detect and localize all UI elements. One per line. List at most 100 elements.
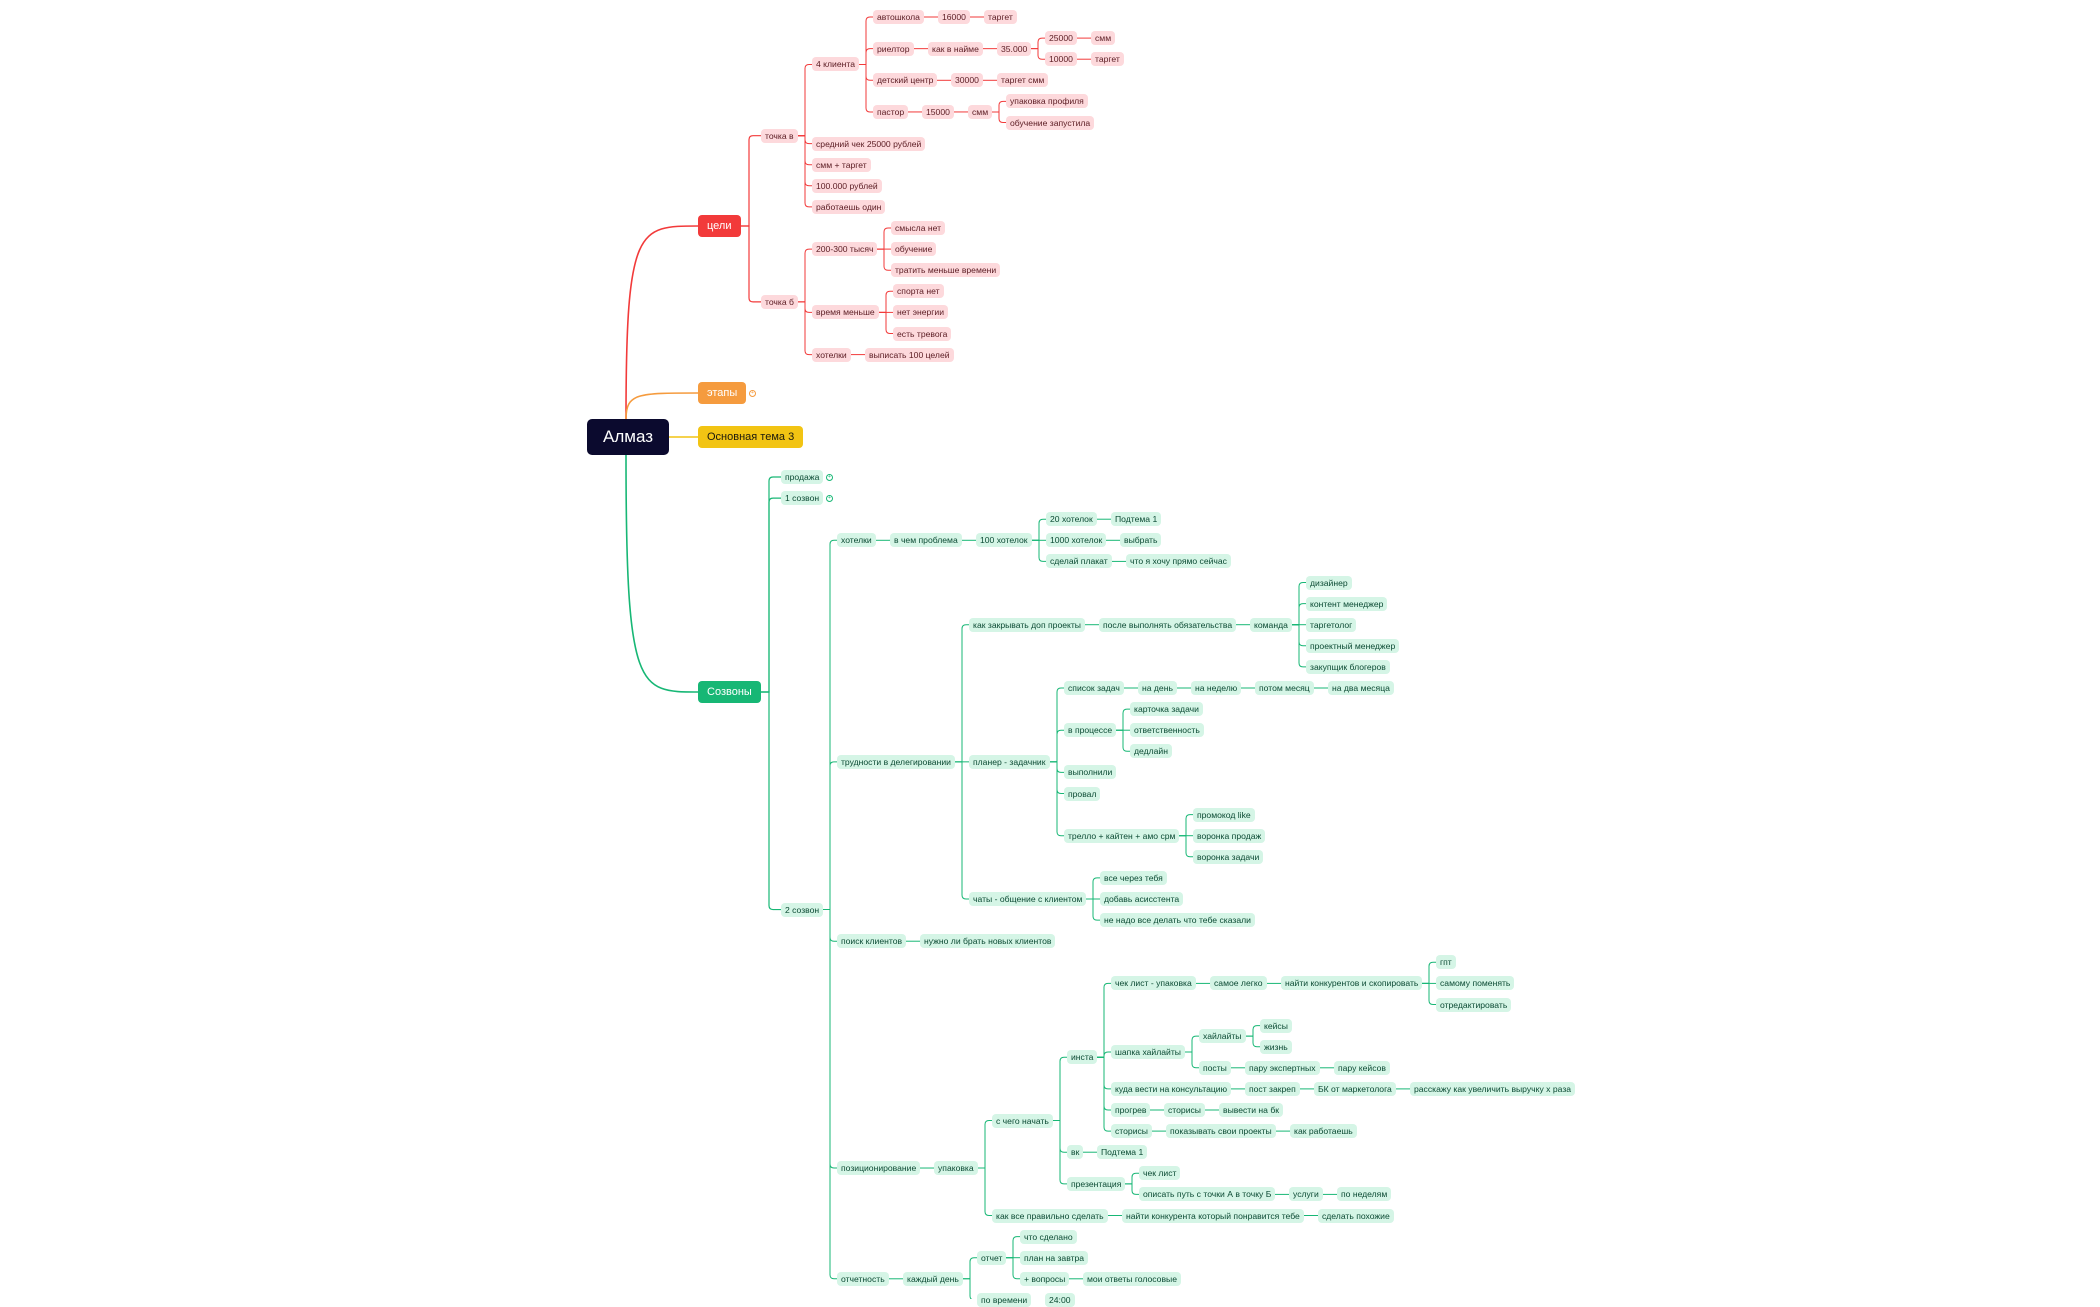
- topic-риелтор[interactable]: риелтор: [873, 41, 914, 56]
- topic-описать-путь-с-точки-а-в-точку-б[interactable]: описать путь с точки А в точку Б: [1139, 1187, 1276, 1202]
- topic-список-задач[interactable]: список задач: [1064, 681, 1124, 695]
- topic-сделать-похожие[interactable]: сделать похожие: [1318, 1208, 1394, 1223]
- topic-шапка-хайлайты[interactable]: шапка хайлайты: [1111, 1044, 1185, 1059]
- topic-продажа[interactable]: продажа: [781, 470, 824, 484]
- topic-вопросы[interactable]: + вопросы: [1020, 1271, 1070, 1286]
- topic-поиск-клиентов[interactable]: поиск клиентов: [837, 934, 907, 949]
- topic-посты[interactable]: посты: [1199, 1060, 1231, 1075]
- topic-чаты-общение-с-клиентом[interactable]: чаты - общение с клиентом: [969, 892, 1087, 906]
- topic-200-300-тысяч[interactable]: 200-300 тысяч: [812, 242, 878, 257]
- topic-вывести-на-бк[interactable]: вывести на бк: [1219, 1103, 1284, 1117]
- topic-дедлайн[interactable]: дедлайн: [1130, 744, 1172, 759]
- topic-пастор[interactable]: пастор: [873, 104, 909, 119]
- topic-как-работаешь[interactable]: как работаешь: [1290, 1124, 1357, 1139]
- topic-выполнили[interactable]: выполнили: [1064, 765, 1117, 780]
- topic-команда[interactable]: команда: [1250, 617, 1292, 632]
- topic-время-меньше[interactable]: время меньше: [812, 305, 879, 320]
- topic-с-чего-начать[interactable]: с чего начать: [992, 1113, 1053, 1128]
- topic-упаковка-профиля[interactable]: упаковка профиля: [1006, 94, 1088, 109]
- topic-по-времени[interactable]: по времени: [977, 1292, 1032, 1307]
- topic-средний-чек-25000-рублей[interactable]: средний чек 25000 рублей: [812, 136, 926, 151]
- topic-провал[interactable]: провал: [1064, 786, 1101, 801]
- topic-планер-задачник[interactable]: планер - задачник: [969, 754, 1050, 769]
- topic-как-все-правильно-сделать[interactable]: как все правильно сделать: [992, 1208, 1108, 1223]
- topic-куда-вести-на-консультацию[interactable]: куда вести на консультацию: [1111, 1081, 1232, 1096]
- topic-чек-лист-упаковка[interactable]: чек лист - упаковка: [1111, 976, 1196, 991]
- topic-как-в-найме[interactable]: как в найме: [928, 41, 983, 56]
- topic-в-процессе[interactable]: в процессе: [1064, 723, 1117, 738]
- topic-сторисы[interactable]: сторисы: [1164, 1103, 1205, 1117]
- topic-пару-кейсов[interactable]: пару кейсов: [1334, 1060, 1390, 1075]
- topic-автошкола[interactable]: автошкола: [873, 10, 924, 24]
- main-topic-созвоны[interactable]: Созвоны: [698, 681, 761, 703]
- topic-25000[interactable]: 25000: [1045, 31, 1077, 46]
- topic-100-хотелок[interactable]: 100 хотелок: [976, 533, 1032, 548]
- expand-toggle-icon[interactable]: +: [826, 494, 833, 502]
- topic-тратить-меньше-времени[interactable]: тратить меньше времени: [891, 263, 1001, 278]
- topic-смм[interactable]: смм: [968, 104, 993, 119]
- topic-есть-тревога[interactable]: есть тревога: [893, 326, 952, 341]
- topic-отчет[interactable]: отчет: [977, 1250, 1007, 1265]
- topic-на-день[interactable]: на день: [1138, 681, 1177, 695]
- topic-упаковка[interactable]: упаковка: [934, 1161, 978, 1176]
- topic-подтема-1[interactable]: Подтема 1: [1097, 1145, 1148, 1160]
- topic-нужно-ли-брать-новых-клиентов[interactable]: нужно ли брать новых клиентов: [920, 934, 1056, 949]
- topic-вк[interactable]: вк: [1067, 1145, 1084, 1160]
- topic-карточка-задачи[interactable]: карточка задачи: [1130, 702, 1203, 717]
- topic-отредактировать[interactable]: отредактировать: [1436, 997, 1512, 1012]
- topic-промокод-like[interactable]: промокод like: [1193, 807, 1255, 822]
- topic-позиционирование[interactable]: позиционирование: [837, 1161, 921, 1176]
- topic-4-клиента[interactable]: 4 клиента: [812, 57, 859, 72]
- topic-потом-месяц[interactable]: потом месяц: [1255, 681, 1314, 695]
- topic-точка-в[interactable]: точка в: [761, 128, 798, 143]
- topic-работаешь-один[interactable]: работаешь один: [812, 199, 886, 214]
- topic-смм-таргет[interactable]: смм + таргет: [812, 157, 871, 172]
- topic-таргет-смм[interactable]: таргет смм: [997, 73, 1049, 88]
- topic-пару-экспертных[interactable]: пару экспертных: [1245, 1060, 1320, 1075]
- topic-1000-хотелок[interactable]: 1000 хотелок: [1046, 533, 1107, 548]
- topic-детский-центр[interactable]: детский центр: [873, 73, 938, 88]
- topic-16000[interactable]: 16000: [938, 10, 970, 24]
- topic-в-чем-проблема[interactable]: в чем проблема: [890, 533, 962, 548]
- topic-сделай-плакат[interactable]: сделай плакат: [1046, 554, 1112, 569]
- expand-toggle-icon[interactable]: +: [826, 473, 833, 481]
- main-topic-основная-тема-3[interactable]: Основная тема 3: [698, 426, 804, 448]
- topic-подтема-1[interactable]: Подтема 1: [1111, 512, 1162, 527]
- topic-точка-б[interactable]: точка б: [761, 294, 798, 309]
- topic-24-00[interactable]: 24:00: [1045, 1292, 1075, 1307]
- topic-все-через-тебя[interactable]: все через тебя: [1100, 870, 1167, 885]
- topic-кейсы[interactable]: кейсы: [1260, 1018, 1292, 1033]
- topic-хотелки[interactable]: хотелки: [837, 533, 876, 548]
- topic-воронка-задачи[interactable]: воронка задачи: [1193, 849, 1264, 864]
- topic-найти-конкурента-который-понравится-тебе[interactable]: найти конкурента который понравится тебе: [1122, 1208, 1304, 1223]
- topic-20-хотелок[interactable]: 20 хотелок: [1046, 512, 1097, 527]
- topic-найти-конкурентов-и-скопировать[interactable]: найти конкурентов и скопировать: [1281, 976, 1423, 991]
- topic-трелло-кайтен-амо-срм[interactable]: трелло + кайтен + амо срм: [1064, 828, 1180, 843]
- topic-презентация[interactable]: презентация: [1067, 1176, 1126, 1191]
- topic-дизайнер[interactable]: дизайнер: [1306, 575, 1352, 590]
- topic-2-созвон[interactable]: 2 созвон: [781, 902, 824, 917]
- topic-30000[interactable]: 30000: [951, 73, 983, 88]
- topic-самое-легко[interactable]: самое легко: [1210, 976, 1267, 991]
- topic-мои-ответы-голосовые[interactable]: мои ответы голосовые: [1083, 1271, 1181, 1286]
- topic-не-надо-все-делать-что-тебе-сказали[interactable]: не надо все делать что тебе сказали: [1100, 913, 1255, 928]
- topic-расскажу-как-увеличить-выручку-х-раза[interactable]: расскажу как увеличить выручку х раза: [1410, 1081, 1576, 1096]
- topic-таргет[interactable]: таргет: [984, 10, 1017, 24]
- topic-15000[interactable]: 15000: [922, 104, 954, 119]
- topic-прогрев[interactable]: прогрев: [1111, 1103, 1151, 1117]
- topic-смм[interactable]: смм: [1091, 31, 1116, 46]
- expand-toggle-icon[interactable]: +: [749, 389, 756, 397]
- topic-показывать-свои-проекты[interactable]: показывать свои проекты: [1166, 1124, 1276, 1139]
- topic-1-созвон[interactable]: 1 созвон: [781, 491, 824, 506]
- topic-инста[interactable]: инста: [1067, 1050, 1098, 1065]
- topic-отчетность[interactable]: отчетность: [837, 1271, 889, 1286]
- topic-закупщик-блогеров[interactable]: закупщик блогеров: [1306, 659, 1390, 674]
- topic-таргет[interactable]: таргет: [1091, 52, 1124, 67]
- topic-каждый-день[interactable]: каждый день: [903, 1271, 963, 1286]
- topic-обучение[interactable]: обучение: [891, 242, 937, 257]
- topic-воронка-продаж[interactable]: воронка продаж: [1193, 828, 1266, 843]
- topic-что-я-хочу-прямо-сейчас[interactable]: что я хочу прямо сейчас: [1126, 554, 1231, 569]
- topic-выписать-100-целей[interactable]: выписать 100 целей: [865, 347, 954, 362]
- topic-нет-энергии[interactable]: нет энергии: [893, 305, 948, 320]
- topic-после-выполнять-обязательства[interactable]: после выполнять обязательства: [1099, 617, 1237, 632]
